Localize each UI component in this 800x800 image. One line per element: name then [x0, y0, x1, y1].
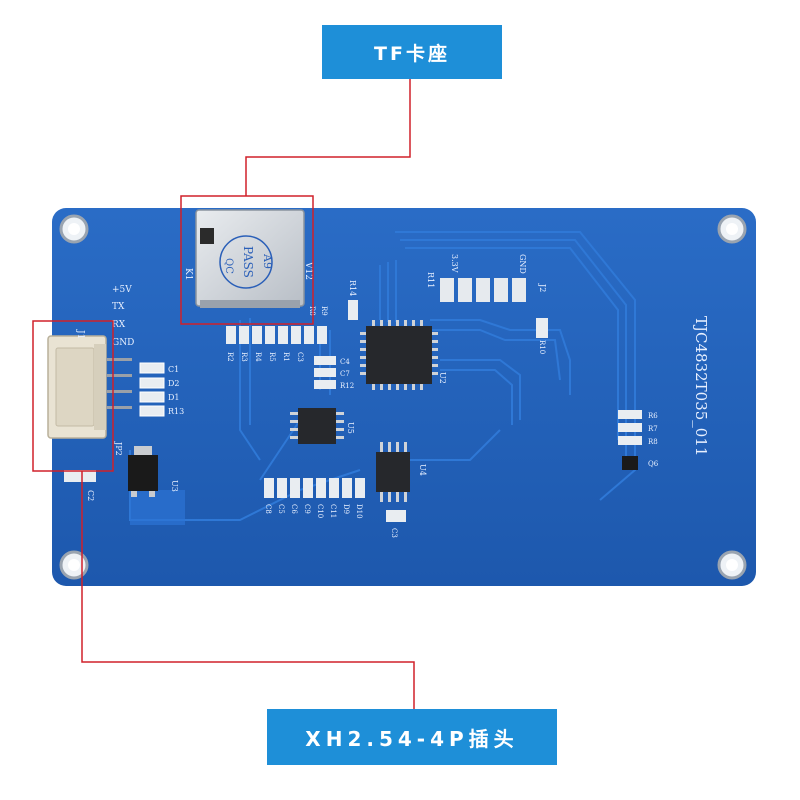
- transistor-q6: [622, 456, 638, 470]
- pin-5v: +5V: [112, 285, 132, 295]
- res-r14: [348, 300, 358, 320]
- chip-u4: [376, 442, 410, 502]
- label-c11: C11: [329, 504, 337, 518]
- chip-u5: [290, 408, 344, 444]
- label-c3: C3: [296, 352, 304, 362]
- label-r5: R5: [268, 352, 276, 362]
- label-d10: D10: [355, 504, 363, 519]
- sd-mark-pass: PASS: [241, 246, 255, 278]
- passives-c4-c7: [314, 356, 336, 389]
- pin-tx: TX: [112, 302, 125, 312]
- label-c3-lower: C3: [390, 528, 398, 538]
- label-c4: C4: [340, 358, 350, 366]
- passives-right: [618, 410, 642, 445]
- cap-c2: [64, 470, 96, 482]
- mcu-u2: [360, 320, 438, 390]
- sd-mark-a9: A9: [261, 253, 274, 269]
- label-r12: R12: [340, 382, 354, 390]
- label-r6: R6: [648, 412, 658, 420]
- label-3v3: 3.3V: [450, 254, 459, 273]
- label-r1: R1: [282, 352, 290, 362]
- label-u3: U3: [170, 480, 179, 492]
- label-d9: D9: [342, 504, 350, 514]
- label-c10: C10: [316, 504, 324, 518]
- label-c9: C9: [303, 504, 311, 514]
- label-r8: R8: [308, 306, 316, 316]
- label-c2: C2: [86, 490, 95, 501]
- cap-c3-lower: [386, 510, 406, 522]
- label-q6: Q6: [648, 460, 659, 468]
- label-c7: C7: [340, 370, 350, 378]
- resistor-row: [226, 326, 327, 344]
- xh-connector: [47, 335, 132, 439]
- label-r11: R11: [426, 272, 435, 288]
- pin-rx: RX: [112, 320, 126, 330]
- label-r13: R13: [168, 407, 184, 416]
- label-r10: R10: [538, 340, 546, 354]
- label-j1: J1: [75, 329, 85, 339]
- label-r9: R9: [320, 306, 328, 316]
- label-v12: V12: [303, 261, 313, 280]
- label-r3: R3: [240, 352, 248, 362]
- label-r7: R7: [648, 425, 658, 433]
- model-marking: TJC4832T035_011: [692, 316, 710, 456]
- label-c8: C8: [264, 504, 272, 514]
- res-r10: [536, 318, 548, 338]
- label-u2: U2: [438, 372, 447, 384]
- label-gnd-header: GND: [518, 254, 527, 274]
- xh-connector-callout: XH2.54-4P插头: [267, 709, 557, 765]
- regulator-u3: [128, 446, 158, 497]
- mounting-holes: [59, 214, 747, 580]
- label-d2: D2: [168, 379, 180, 388]
- highlight-annotations: [32, 79, 415, 709]
- label-r14: R14: [348, 280, 357, 296]
- label-d1: D1: [168, 393, 180, 402]
- label-r4: R4: [254, 352, 262, 362]
- passives-near-connector: [139, 362, 165, 417]
- copper-pour: [130, 490, 185, 525]
- label-r8-right: R8: [648, 438, 658, 446]
- lower-cap-row: [264, 478, 365, 498]
- label-u4: U4: [418, 464, 427, 476]
- label-j2: J2: [538, 283, 547, 292]
- label-c5: C5: [277, 504, 285, 514]
- tf-card-socket-callout: TF卡座: [322, 25, 502, 79]
- label-c1: C1: [168, 365, 179, 374]
- label-c6: C6: [290, 504, 298, 514]
- sd-mark-qc: QC: [223, 258, 234, 274]
- pin-gnd: GND: [112, 338, 134, 348]
- label-r2: R2: [226, 352, 234, 362]
- label-u5: U5: [346, 422, 355, 434]
- label-k1: K1: [183, 268, 193, 280]
- tf-card-socket: QC PASS A9: [195, 209, 305, 308]
- label-jp2: JP2: [114, 441, 123, 456]
- header-pads: [440, 278, 526, 302]
